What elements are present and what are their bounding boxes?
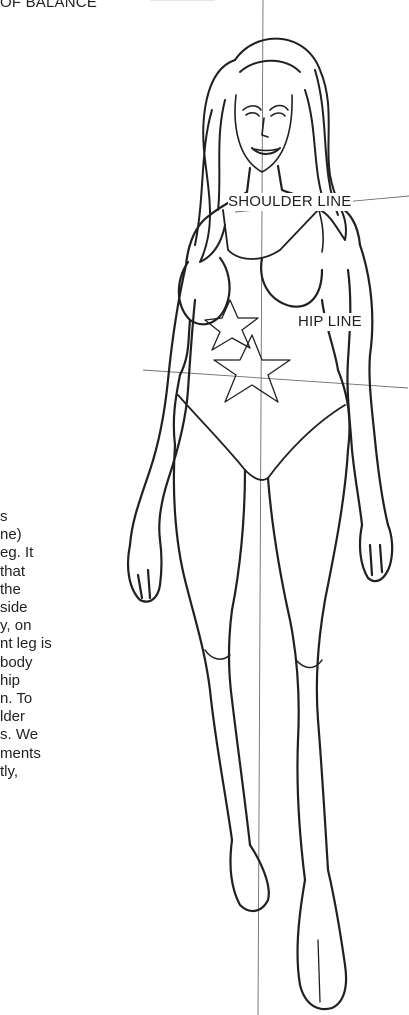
right-arm bbox=[347, 245, 392, 581]
hip-line-label: HIP LINE bbox=[298, 313, 364, 331]
body-line: n. To bbox=[0, 690, 300, 708]
body-line: ne) bbox=[0, 526, 300, 544]
body-line: body bbox=[0, 654, 300, 672]
body-line: eg. It bbox=[0, 544, 300, 562]
star-emblem bbox=[205, 300, 290, 402]
body-line: that bbox=[0, 563, 300, 581]
body-line: s. We bbox=[0, 726, 300, 744]
face bbox=[235, 95, 292, 172]
shoulder-line-label: SHOULDER LINE bbox=[228, 193, 353, 211]
body-line: hip bbox=[0, 672, 300, 690]
body-line: side bbox=[0, 599, 300, 617]
body-line: tly, bbox=[0, 763, 300, 781]
body-line: s bbox=[0, 508, 300, 526]
line-of-balance-label: OF BALANCE bbox=[0, 0, 97, 12]
body-line: nt leg is bbox=[0, 635, 300, 653]
body-line: the bbox=[0, 581, 300, 599]
body-line: ments bbox=[0, 745, 300, 763]
body-line: lder bbox=[0, 708, 300, 726]
hip-line bbox=[143, 370, 408, 388]
body-line: y, on bbox=[0, 617, 300, 635]
body-text: s ne) eg. It that the side y, on nt leg … bbox=[0, 508, 300, 781]
